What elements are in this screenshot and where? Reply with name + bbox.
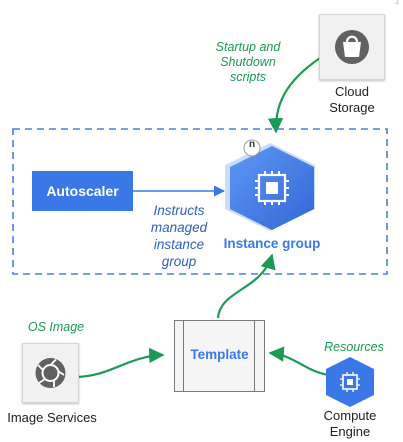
instructs-line1: Instructs	[153, 203, 205, 218]
chip-icon	[340, 372, 360, 392]
cloud-storage-box	[319, 14, 385, 80]
template-right-rail	[254, 321, 255, 391]
instructs-line3: instance	[153, 237, 205, 252]
instance-group-label: Instance group	[223, 236, 321, 251]
image-services-box	[22, 343, 79, 403]
startup-scripts-line1: Startup and	[215, 40, 281, 54]
page-number: 4	[395, 0, 399, 7]
cloud-storage-label-line1: Cloud	[335, 84, 369, 99]
instructs-label: Instructs managed instance group	[133, 202, 225, 270]
instructs-line4: group	[161, 254, 197, 269]
startup-scripts-line3: scripts	[229, 70, 267, 84]
template-left-rail	[183, 321, 184, 391]
os-image-label: OS Image	[27, 320, 85, 334]
aperture-icon	[35, 358, 66, 388]
storage-bag-icon	[335, 30, 369, 64]
template-box: Template	[174, 320, 265, 392]
chip-icon	[255, 171, 289, 205]
instance-count-badge-label: n	[248, 139, 256, 150]
startup-scripts-line2: Shutdown	[220, 55, 276, 69]
arrow-storage-to-instance-group	[267, 57, 321, 134]
instructs-line2: managed	[150, 220, 208, 235]
arrow-template-to-instance-group	[216, 253, 276, 319]
compute-engine-label-line2: Engine	[329, 424, 371, 439]
cloud-storage-label: Cloud Storage	[316, 84, 388, 116]
instance-count-badge	[243, 139, 261, 157]
arrow-compute-engine-to-template	[268, 346, 331, 377]
compute-engine-label-line1: Compute	[323, 408, 377, 423]
cloud-storage-label-line2: Storage	[329, 100, 375, 115]
startup-scripts-label: Startup and Shutdown scripts	[198, 40, 298, 85]
resources-label: Resources	[324, 340, 384, 354]
managed-region-border	[12, 128, 388, 275]
compute-engine-label: Compute Engine	[312, 408, 388, 440]
image-services-label: Image Services	[7, 410, 97, 425]
template-label: Template	[190, 347, 249, 362]
arrow-image-services-to-template	[74, 347, 165, 379]
autoscaler-box: Autoscaler	[32, 171, 133, 211]
